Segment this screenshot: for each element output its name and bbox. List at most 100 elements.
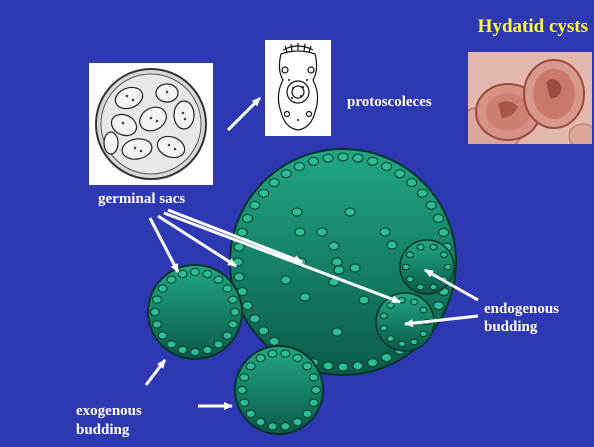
germinal-sac xyxy=(269,179,279,187)
germinal-sac xyxy=(338,153,348,161)
free-germinal-sac xyxy=(334,266,344,274)
germinal-sac xyxy=(237,228,247,236)
label-endogenous: endogenous xyxy=(484,300,559,318)
germinal-sac xyxy=(407,179,417,187)
germinal-sac xyxy=(246,410,255,417)
germinal-sac xyxy=(439,228,449,236)
germinal-sac xyxy=(256,418,265,425)
germinal-sac xyxy=(231,308,240,315)
germinal-sac xyxy=(229,296,238,303)
free-germinal-sac xyxy=(292,208,302,216)
germinal-sac xyxy=(303,363,312,370)
germinal-sac-illustration xyxy=(89,63,213,185)
germinal-sac xyxy=(382,163,392,171)
free-germinal-sac xyxy=(329,242,339,250)
germinal-sac xyxy=(387,303,394,309)
germinal-sac xyxy=(259,189,269,197)
free-germinal-sac xyxy=(281,276,291,284)
germinal-sac xyxy=(398,341,405,347)
germinal-sac xyxy=(380,313,387,319)
germinal-sac xyxy=(411,339,418,345)
germinal-sac xyxy=(223,332,232,339)
free-germinal-sac xyxy=(317,228,327,236)
germinal-sac xyxy=(281,350,290,357)
germinal-sac xyxy=(281,170,291,178)
germinal-sac xyxy=(153,296,162,303)
germinal-sac xyxy=(293,418,302,425)
germinal-sac xyxy=(434,302,444,310)
germinal-sac xyxy=(445,264,452,270)
germinal-sac xyxy=(250,315,260,323)
free-germinal-sac xyxy=(332,258,342,266)
germinal-sac xyxy=(178,346,187,353)
germinal-sac xyxy=(411,299,418,305)
germinal-sac xyxy=(178,270,187,277)
germinal-sac xyxy=(234,273,244,281)
germinal-sac xyxy=(309,399,318,406)
germinal-sac xyxy=(417,284,424,290)
germinal-sac xyxy=(368,359,378,367)
germinal-sac xyxy=(158,332,167,339)
germinal-sac xyxy=(269,337,279,345)
endogenous-cyst-upper xyxy=(400,240,454,294)
germinal-sac xyxy=(430,284,437,290)
germinal-sac xyxy=(243,302,253,310)
germinal-sac xyxy=(167,341,176,348)
free-germinal-sac xyxy=(300,293,310,301)
germinal-sac xyxy=(167,276,176,283)
germinal-sac xyxy=(441,252,448,258)
germinal-sac xyxy=(246,363,255,370)
germinal-sac xyxy=(243,214,253,222)
germinal-sac xyxy=(229,321,238,328)
germinal-sac xyxy=(259,327,269,335)
germinal-sac xyxy=(214,341,223,348)
germinal-sac xyxy=(203,270,212,277)
protoscolex-illustration xyxy=(265,40,331,136)
germinal-sac xyxy=(158,285,167,292)
germinal-sac xyxy=(395,170,405,178)
free-germinal-sac xyxy=(359,296,369,304)
germinal-sac xyxy=(240,399,249,406)
germinal-sac xyxy=(430,244,437,250)
germinal-sac xyxy=(281,423,290,430)
germinal-sac xyxy=(238,386,247,393)
germinal-sac xyxy=(268,350,277,357)
germinal-sac xyxy=(407,252,414,258)
germinal-sac xyxy=(191,348,200,355)
germinal-sac xyxy=(368,157,378,165)
germinal-sac xyxy=(294,163,304,171)
arrow-exogenous-up xyxy=(146,360,165,385)
germinal-sac xyxy=(309,374,318,381)
germinal-sac xyxy=(312,386,321,393)
germinal-sac xyxy=(353,154,363,162)
free-germinal-sac xyxy=(380,228,390,236)
free-germinal-sac xyxy=(295,228,305,236)
free-germinal-sac xyxy=(350,264,360,272)
arrow-to-protoscolex xyxy=(228,98,260,130)
label-protoscoleces: protoscoleces xyxy=(347,93,432,111)
germinal-sac xyxy=(380,325,387,331)
germinal-sac xyxy=(434,214,444,222)
free-germinal-sac xyxy=(332,328,342,336)
germinal-sac xyxy=(417,189,427,197)
germinal-sac xyxy=(250,201,260,209)
germinal-sac xyxy=(420,331,427,337)
germinal-sac xyxy=(303,410,312,417)
germinal-sac xyxy=(308,157,318,165)
germinal-sac xyxy=(382,354,392,362)
germinal-sac xyxy=(353,362,363,370)
label-exogenous-budding: budding xyxy=(76,421,129,439)
germinal-sac xyxy=(417,244,424,250)
germinal-sac xyxy=(203,346,212,353)
germinal-sac xyxy=(268,423,277,430)
germinal-sac xyxy=(407,277,414,283)
germinal-sac xyxy=(214,276,223,283)
exogenous-cyst-left xyxy=(148,265,242,359)
germinal-sac xyxy=(420,307,427,313)
free-germinal-sac xyxy=(387,241,397,249)
germinal-sac xyxy=(426,201,436,209)
label-germinal-sacs: germinal sacs xyxy=(98,190,185,208)
germinal-sac xyxy=(153,321,162,328)
germinal-sac xyxy=(293,354,302,361)
